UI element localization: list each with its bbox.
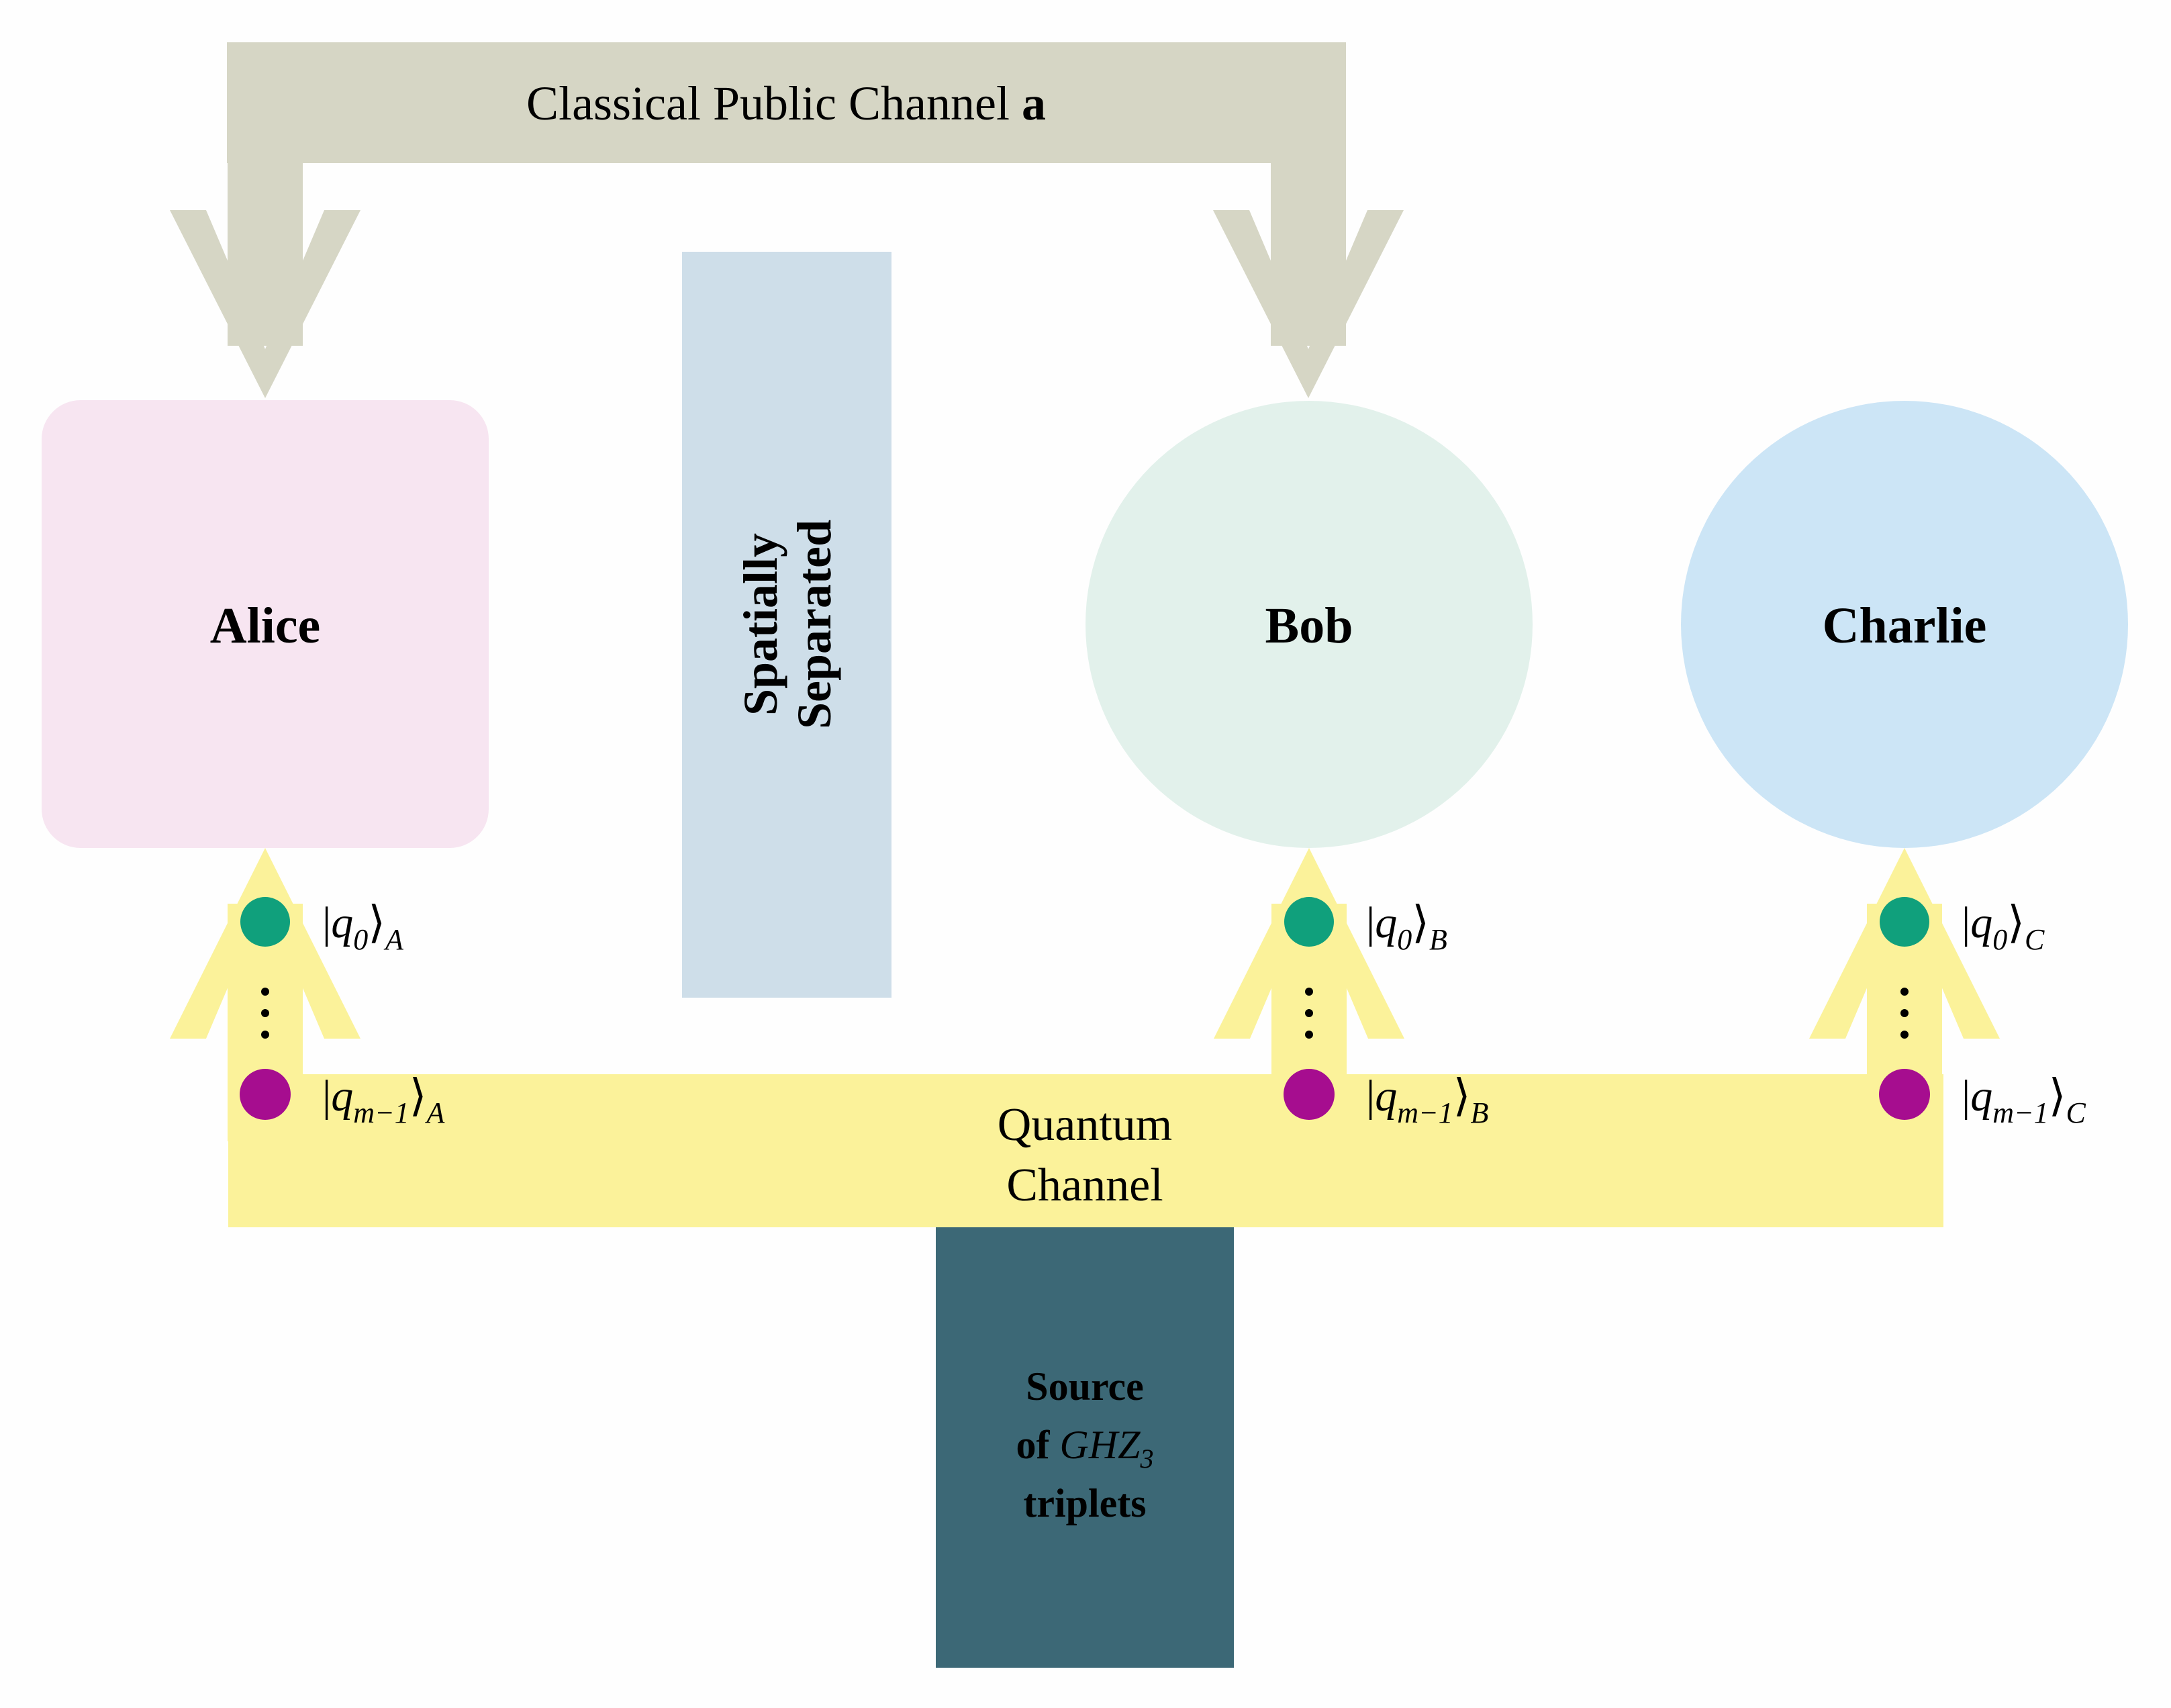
bob-label: Bob [1265, 598, 1353, 654]
qubit-label-charlie-last: |qm−1⟩C [1962, 1072, 2086, 1129]
quantum-channel-line1: Quantum [998, 1099, 1173, 1151]
classical-channel: Classical Public Channel a [170, 42, 1404, 398]
qubit-last-dot-bob [1284, 1069, 1335, 1120]
ellipsis-dot [1305, 1031, 1313, 1039]
qubit-last-dot-alice [240, 1069, 291, 1120]
quantum-channel-line2: Channel [1006, 1159, 1163, 1211]
quantum-channel-bar [228, 1074, 1943, 1227]
alice-box [42, 400, 489, 848]
source-box [936, 1227, 1234, 1668]
quantum-up-arrow-charlie-icon [1809, 848, 2000, 1039]
qubit-label-bob-first: |q0⟩B [1366, 898, 1447, 956]
quantum-up-arrow-alice-icon [170, 848, 360, 1039]
qubit-label-alice-first: |q0⟩A [322, 898, 404, 956]
classical-down-arrow-alice-icon [170, 210, 360, 398]
source-line2: of GHZ3 [1016, 1423, 1153, 1474]
qubit-label-charlie-first: |q0⟩C [1962, 898, 2045, 956]
qubits-bob: |q0⟩B |qm−1⟩B [1284, 897, 1488, 1129]
qubit-first-dot-charlie [1880, 897, 1929, 947]
party-alice: Alice [42, 400, 489, 848]
ellipsis-dot [1900, 1009, 1909, 1017]
source-line1: Source [1026, 1364, 1144, 1409]
spatial-separator-line2: Separated [787, 520, 841, 729]
charlie-circle [1681, 401, 2128, 848]
quantum-up-arrow-bob-icon [1214, 848, 1404, 1039]
source-line3: triplets [1023, 1481, 1146, 1525]
qubit-last-dot-charlie [1879, 1069, 1930, 1120]
qubit-label-bob-last: |qm−1⟩B [1366, 1072, 1488, 1129]
party-charlie: Charlie [1681, 401, 2128, 848]
qubit-first-dot-bob [1284, 897, 1334, 947]
alice-label: Alice [210, 598, 321, 654]
ellipsis-dot [1900, 1031, 1909, 1039]
qubit-first-dot-alice [240, 897, 290, 947]
bob-circle [1086, 401, 1533, 848]
ellipsis-dot [1305, 988, 1313, 996]
ghz-source: Source of GHZ3 triplets [936, 1227, 1234, 1668]
ellipsis-dot [261, 1031, 269, 1039]
spatial-separator: Spatially Separated [682, 252, 891, 998]
ellipsis-dot [1900, 988, 1909, 996]
classical-down-arrow-bob-icon [1213, 210, 1404, 398]
ellipsis-dot [261, 1009, 269, 1017]
spatial-separator-line1: Spatially [734, 533, 787, 716]
classical-channel-bar [227, 42, 1346, 163]
ellipsis-dot [1305, 1009, 1313, 1017]
party-bob: Bob [1086, 401, 1533, 848]
qubit-label-alice-last: |qm−1⟩A [322, 1072, 445, 1129]
spatial-separator-bar [682, 252, 891, 998]
classical-channel-label: Classical Public Channel a [526, 77, 1046, 130]
qubits-alice: |q0⟩A |qm−1⟩A [240, 897, 445, 1129]
charlie-label: Charlie [1823, 598, 1987, 654]
qubits-charlie: |q0⟩C |qm−1⟩C [1879, 897, 2086, 1129]
ellipsis-dot [261, 988, 269, 996]
